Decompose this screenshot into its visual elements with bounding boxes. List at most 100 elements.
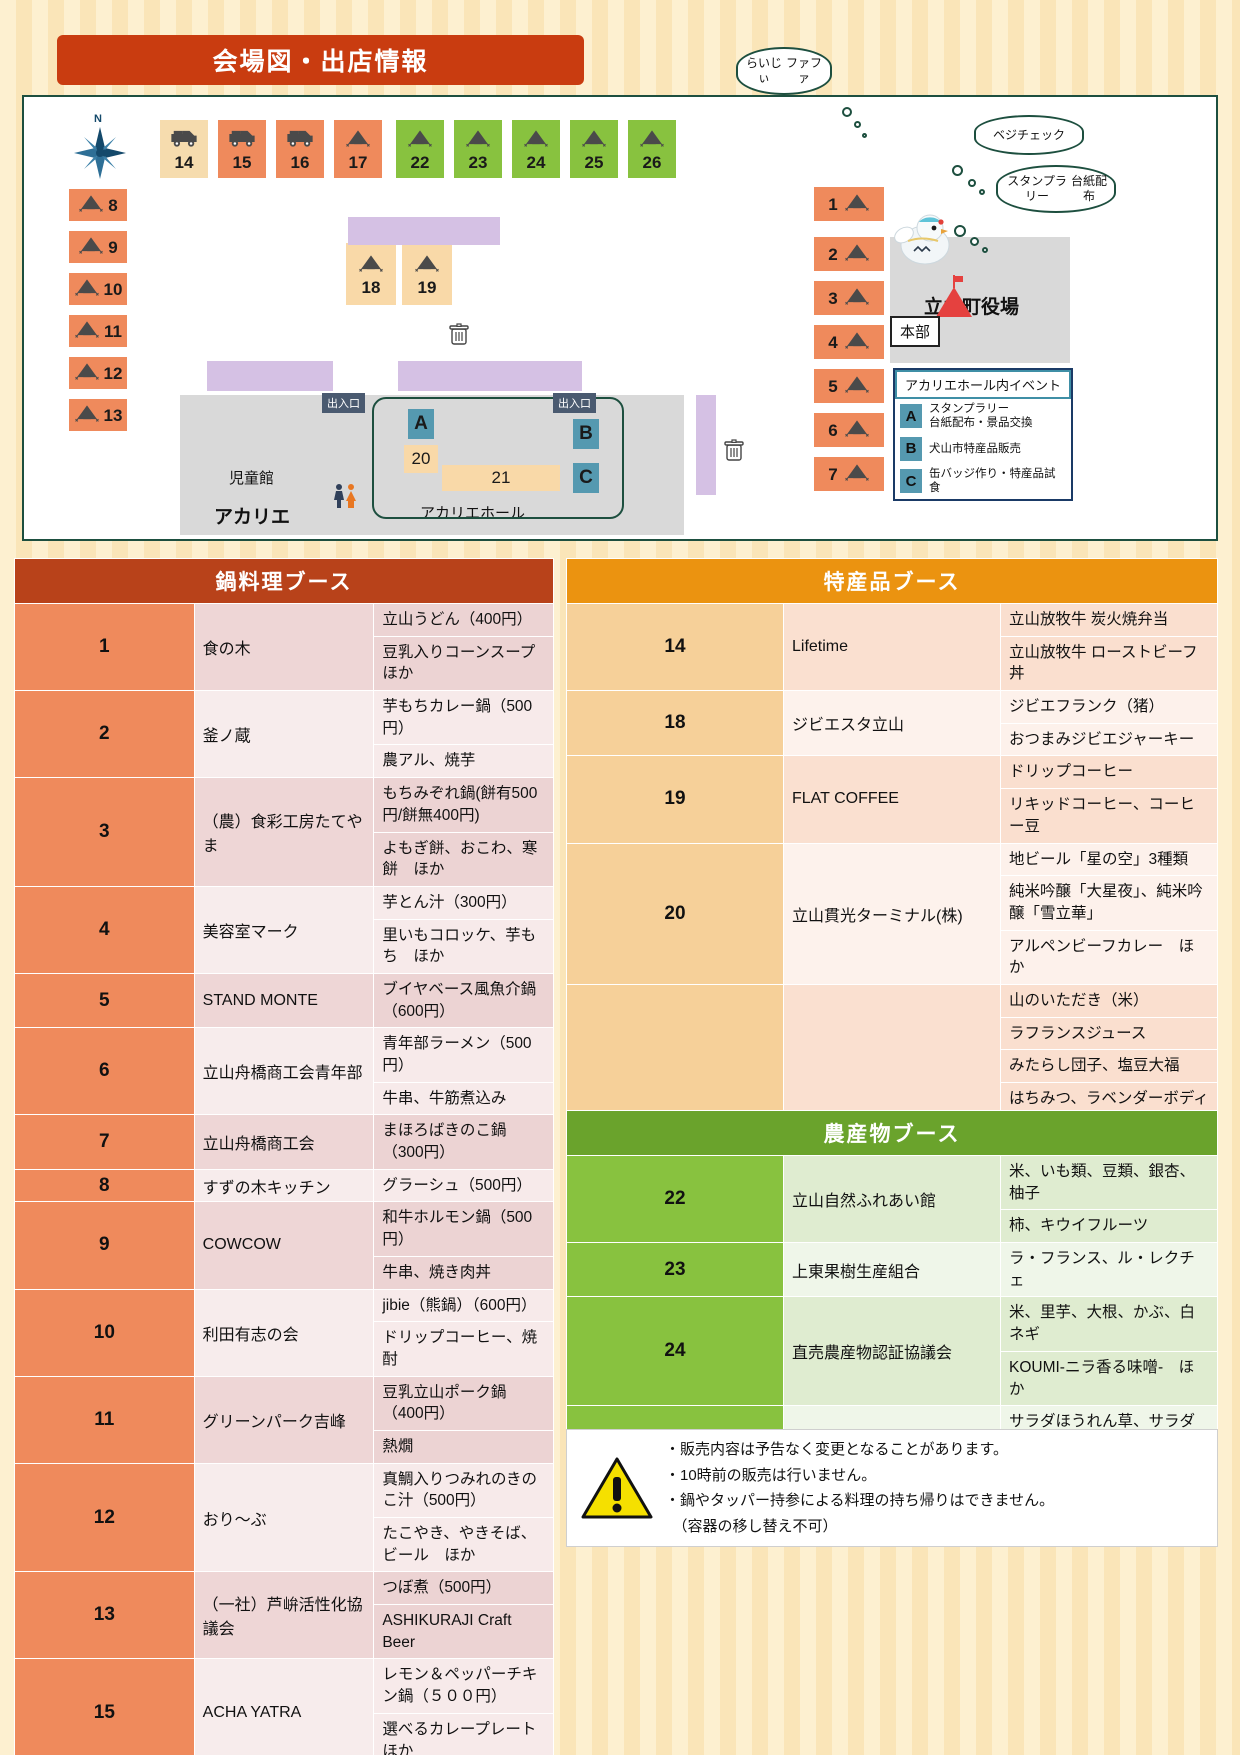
booth-number: 3	[14, 777, 195, 887]
table-row: ASHIKURAJI Craft Beer	[15, 1604, 554, 1660]
booth-number: 13	[14, 1571, 195, 1660]
map-booth-10[interactable]: 10	[69, 273, 127, 305]
hall-event-badge-c: C	[900, 469, 922, 494]
map-booth-4[interactable]: 4	[814, 325, 884, 359]
booth-item: アルペンビーフカレー ほか	[1000, 929, 1218, 985]
warning-triangle-icon	[581, 1455, 653, 1521]
booth-item: 立山放牧牛 ローストビーフ丼	[1000, 635, 1218, 692]
booth-item: ドリップコーヒー	[1000, 755, 1218, 790]
booth-number: 14	[566, 602, 784, 692]
tbl-toku-heading: 特産品ブース	[566, 558, 1218, 604]
table-row: KOUMI-ニラ香る味噌- ほか	[567, 1350, 1218, 1407]
booth-name: 立山舟橋商工会青年部	[193, 1027, 375, 1116]
map-booth-13[interactable]: 13	[69, 399, 127, 431]
food-truck-icon	[169, 127, 199, 154]
notice-text: ・販売内容は予告なく変更となることがあります。・10時前の販売は行いません。・鍋…	[665, 1437, 1054, 1539]
map-booth-number: 1	[828, 194, 838, 214]
map-booth-12[interactable]: 12	[69, 357, 127, 389]
hall-event-badge-a: A	[900, 404, 922, 429]
tent-icon	[465, 127, 491, 154]
hall-zone-b[interactable]: B	[573, 419, 599, 449]
map-booth-15[interactable]: 15	[218, 120, 266, 178]
table-row: 農アル、焼芋	[15, 744, 554, 779]
trash-bin-icon-2	[724, 439, 744, 463]
map-booth-11[interactable]: 11	[69, 315, 127, 347]
bubble-stamp: スタンプラリー台紙配布	[996, 165, 1116, 213]
tent-icon	[78, 192, 104, 219]
map-booth-19[interactable]: 19	[402, 243, 452, 305]
map-booth-number: 25	[584, 153, 604, 172]
map-booth-6[interactable]: 6	[814, 413, 884, 447]
map-booth-1[interactable]: 1	[814, 187, 884, 221]
booth-item: たこやき、やきそば、ビール ほか	[373, 1516, 554, 1573]
map-booth-18[interactable]: 18	[346, 243, 396, 305]
compass-icon: N	[72, 113, 128, 181]
booth-item: 青年部ラーメン（500円）	[373, 1027, 554, 1083]
booth-item: ラ・フランス、ル・レクチェ	[1000, 1242, 1218, 1298]
bubble-dot-8	[970, 237, 979, 246]
booth-item: 選べるカレープレート ほか	[373, 1712, 554, 1755]
map-booth-number: 12	[103, 363, 123, 383]
tent-icon	[844, 373, 870, 400]
map-booth-number: 23	[468, 153, 488, 172]
map-booth-25[interactable]: 25	[570, 120, 618, 178]
map-booth-14[interactable]: 14	[160, 120, 208, 178]
map-booth-number: 13	[103, 405, 123, 425]
table-row: 柿、キウイフルーツ	[567, 1209, 1218, 1244]
map-booth-7[interactable]: 7	[814, 457, 884, 491]
map-booth-16[interactable]: 16	[276, 120, 324, 178]
booth-item: ASHIKURAJI Craft Beer	[373, 1604, 554, 1660]
hall-zone-a[interactable]: A	[408, 409, 434, 439]
eating-space-4	[696, 395, 716, 495]
map-booth-number: 8	[108, 195, 118, 215]
tent-icon	[78, 234, 104, 261]
booth-number: 15	[14, 1658, 195, 1755]
booth-number: 24	[566, 1296, 784, 1407]
entrance-label-east: 出入口	[553, 393, 596, 413]
raiji-mascot-icon	[892, 209, 958, 267]
booth-item: 牛串、焼き肉丼	[373, 1255, 554, 1290]
table-row: リキッドコーヒー、コーヒー豆	[567, 788, 1218, 844]
map-booth-8[interactable]: 8	[69, 189, 127, 221]
map-booth-24[interactable]: 24	[512, 120, 560, 178]
booth-number: 1	[14, 602, 195, 692]
booth-item: jibie（熊鍋）（600円）	[373, 1288, 554, 1323]
bubble-raiji: らいじぃファファ	[736, 47, 832, 95]
map-booth-20[interactable]: 20	[404, 445, 438, 473]
table-row: 13（一社）芦峅活性化協議会つぼ煮（500円）	[14, 1571, 554, 1660]
headquarters-tent-icon	[930, 275, 978, 321]
map-booth-5[interactable]: 5	[814, 369, 884, 403]
table-row: みたらし団子、塩豆大福	[567, 1049, 1218, 1083]
map-booth-2[interactable]: 2	[814, 237, 884, 271]
map-booth-22[interactable]: 22	[396, 120, 444, 178]
bubble-dot-6	[979, 189, 985, 195]
tent-icon	[844, 241, 870, 268]
booth-name: 立山自然ふれあい館	[783, 1154, 1001, 1244]
booth-name: 利田有志の会	[193, 1288, 375, 1377]
map-booth-number: 10	[103, 279, 123, 299]
booth-number: 2	[14, 690, 195, 779]
map-booth-21[interactable]: 21	[442, 465, 560, 491]
tent-icon	[74, 360, 100, 387]
map-booth-3[interactable]: 3	[814, 281, 884, 315]
tent-icon	[345, 127, 371, 154]
booth-name: すずの木キッチン	[193, 1168, 375, 1203]
tent-icon	[844, 461, 870, 488]
booth-name: 立山舟橋商工会	[193, 1114, 375, 1170]
booth-item: 立山うどん（400円）	[373, 603, 554, 637]
bubble-dot-4	[952, 165, 963, 176]
booth-number: 12	[14, 1462, 195, 1573]
hall-zone-c[interactable]: C	[573, 463, 599, 493]
map-booth-26[interactable]: 26	[628, 120, 676, 178]
map-booth-9[interactable]: 9	[69, 231, 127, 263]
map-booth-17[interactable]: 17	[334, 120, 382, 178]
map-booth-23[interactable]: 23	[454, 120, 502, 178]
